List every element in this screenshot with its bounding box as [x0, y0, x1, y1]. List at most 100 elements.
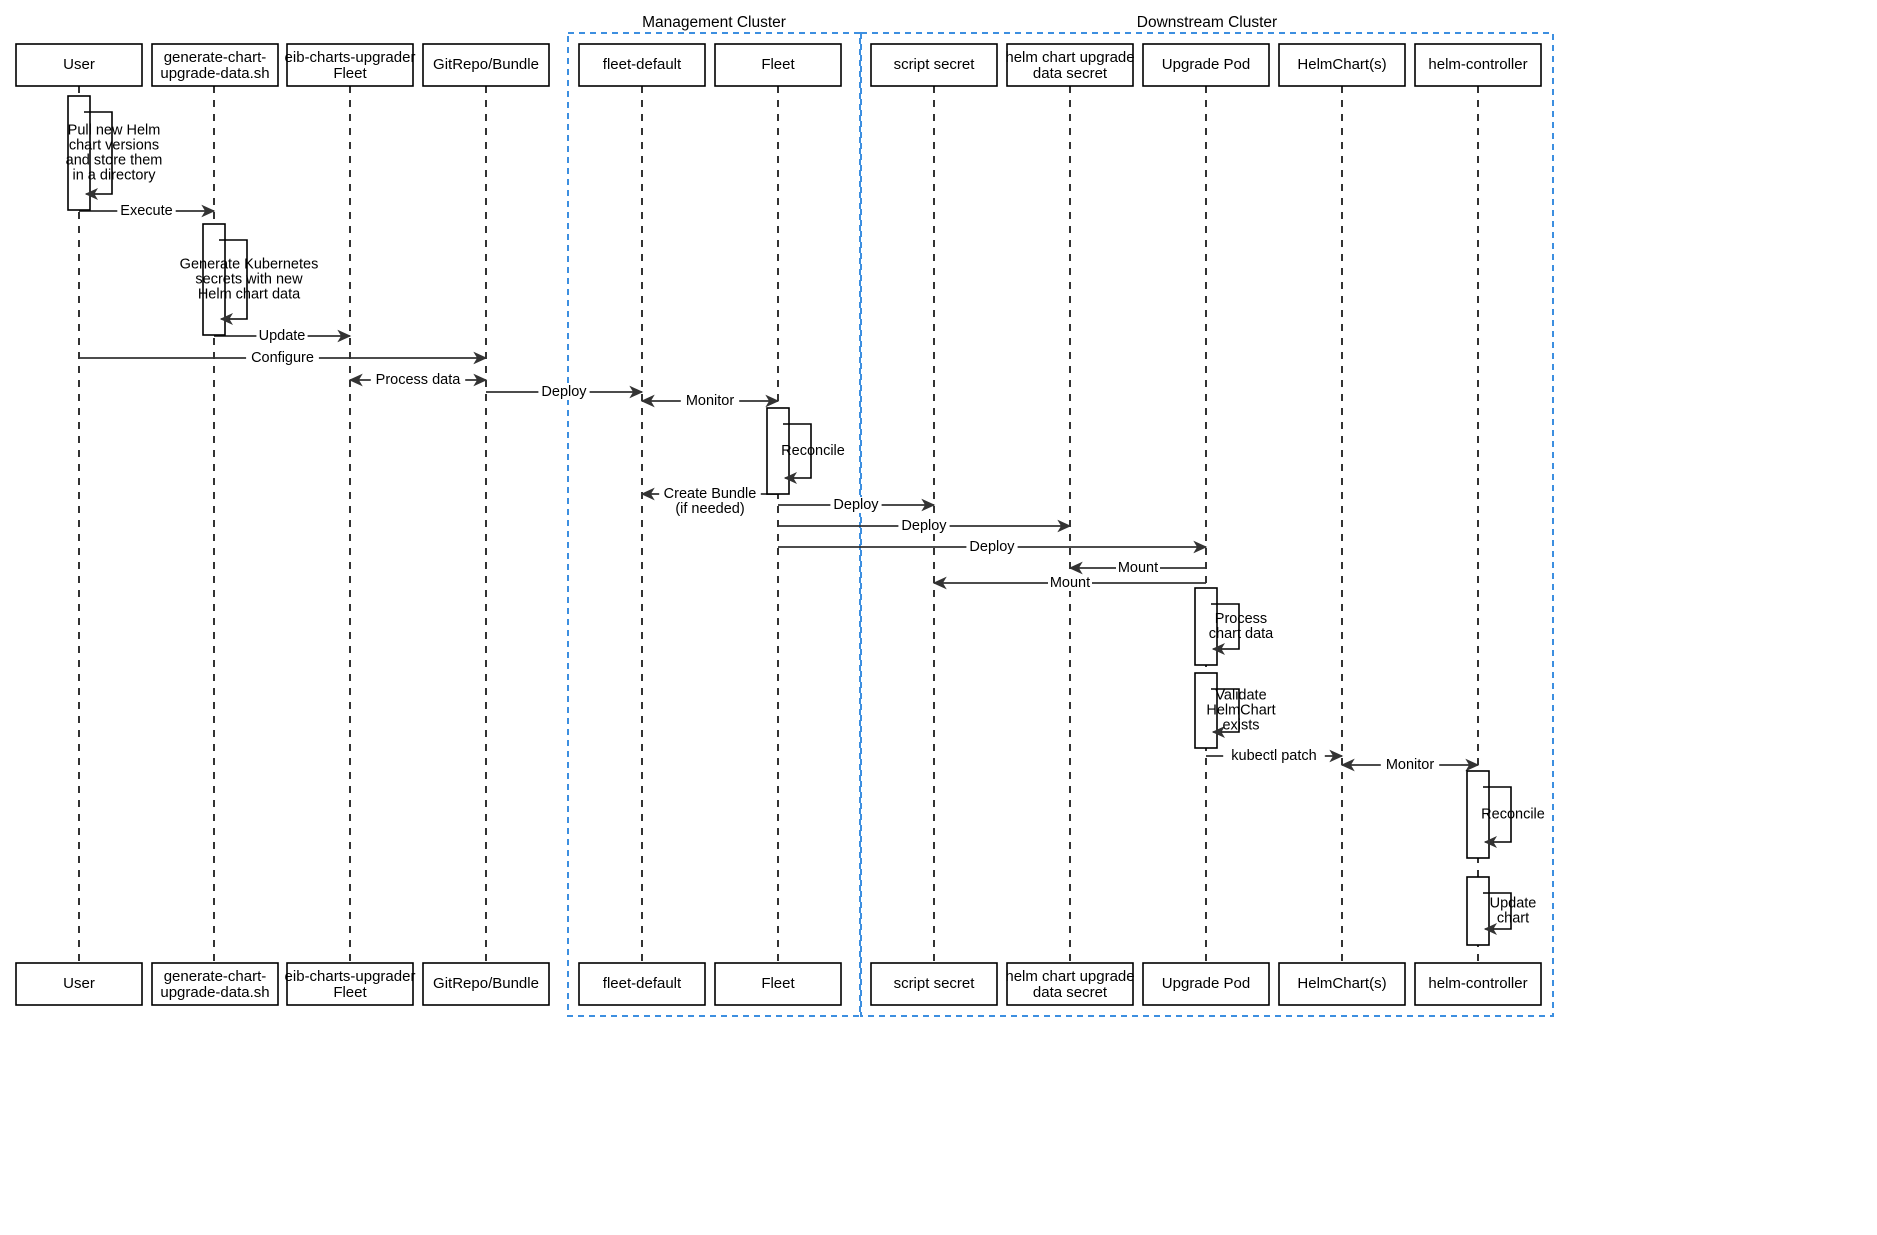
participant-fleetdefault[interactable]: fleet-default	[578, 43, 706, 87]
message-label-bg	[830, 497, 882, 513]
participant-label: GitRepo/Bundle	[433, 56, 539, 73]
message-label: Create Bundle	[664, 486, 757, 502]
participant-fleetdefault[interactable]: fleet-default	[578, 962, 706, 1006]
participant-pod[interactable]: Upgrade Pod	[1142, 962, 1270, 1006]
cluster-title: Downstream Cluster	[1137, 14, 1277, 31]
participant-gitrepo[interactable]: GitRepo/Bundle	[422, 43, 550, 87]
participant-box[interactable]	[422, 962, 550, 1006]
participant-box[interactable]	[286, 962, 414, 1006]
self-call-label: Validate	[1215, 687, 1266, 703]
participant-box[interactable]	[870, 43, 998, 87]
participant-box[interactable]	[1006, 43, 1134, 87]
participant-label: generate-chart-	[164, 49, 267, 66]
participant-script[interactable]: generate-chart-upgrade-data.sh	[151, 43, 279, 87]
self-call-loop	[1211, 603, 1240, 655]
participant-box[interactable]	[1142, 43, 1270, 87]
self-call-label: Pull new Helm	[68, 122, 161, 138]
cluster-management: Management Cluster	[567, 14, 861, 1017]
participant-label: eib-charts-upgrader	[285, 49, 416, 66]
self-call-label: chart	[1497, 910, 1529, 926]
participant-helmchart[interactable]: HelmChart(s)	[1278, 43, 1406, 87]
self-call-label: Helm chart data	[198, 286, 301, 302]
self-call-label: Process	[1215, 611, 1267, 627]
message-label-bg	[966, 539, 1018, 555]
self-call-label: in a directory	[72, 167, 156, 183]
participant-box[interactable]	[870, 962, 998, 1006]
participant-box[interactable]	[1278, 43, 1406, 87]
activation-bar	[1194, 672, 1218, 749]
message-m-execute: Execute	[79, 203, 216, 219]
participant-user[interactable]: User	[15, 43, 143, 87]
message-label: Mount	[1118, 560, 1158, 576]
participant-box[interactable]	[578, 43, 706, 87]
participant-box[interactable]	[714, 43, 842, 87]
participant-box[interactable]	[714, 962, 842, 1006]
message-label: kubectl patch	[1231, 748, 1316, 764]
message-m-configure: Configure	[79, 350, 488, 366]
participant-label: data secret	[1033, 65, 1108, 82]
cluster-downstream: Downstream Cluster	[860, 14, 1554, 1017]
participant-box[interactable]	[151, 43, 279, 87]
self-call-reconcile-ctrl: Reconcile	[1466, 770, 1545, 859]
participant-label: helm chart upgrade	[1005, 968, 1134, 985]
message-m-monitor-2: Monitor	[1340, 757, 1480, 773]
message-label: Deploy	[969, 539, 1015, 555]
self-call-loop	[1483, 786, 1512, 848]
participant-script[interactable]: generate-chart-upgrade-data.sh	[151, 962, 279, 1006]
message-label-bg	[898, 518, 950, 534]
message-label: Process data	[376, 372, 462, 388]
self-call-label: chart versions	[69, 137, 159, 153]
participant-box[interactable]	[1414, 43, 1542, 87]
participant-box[interactable]	[286, 43, 414, 87]
participant-gitrepo[interactable]: GitRepo/Bundle	[422, 962, 550, 1006]
participant-box[interactable]	[1414, 962, 1542, 1006]
message-label: Deploy	[901, 518, 947, 534]
message-m-deploy-1: Deploy	[486, 384, 644, 400]
message-label: Deploy	[541, 384, 587, 400]
participant-helmchart[interactable]: HelmChart(s)	[1278, 962, 1406, 1006]
self-call-label: Update	[1490, 895, 1537, 911]
participant-box[interactable]	[15, 962, 143, 1006]
message-label: Configure	[251, 350, 314, 366]
participant-label: Upgrade Pod	[1162, 975, 1250, 992]
self-call-label: Generate Kubernetes	[180, 256, 319, 272]
message-m-mount-2: Mount	[932, 575, 1206, 591]
participant-scriptsecret[interactable]: script secret	[870, 962, 998, 1006]
self-call-label: HelmChart	[1206, 702, 1275, 718]
activation-bar	[202, 223, 226, 336]
participant-box[interactable]	[1142, 962, 1270, 1006]
participant-label: fleet-default	[603, 56, 682, 73]
participant-box[interactable]	[1278, 962, 1406, 1006]
participant-box[interactable]	[578, 962, 706, 1006]
participant-scriptsecret[interactable]: script secret	[870, 43, 998, 87]
message-label-bg	[256, 328, 308, 344]
message-label: Deploy	[833, 497, 879, 513]
participant-box[interactable]	[15, 43, 143, 87]
participant-fleet[interactable]: Fleet	[714, 43, 842, 87]
participant-box[interactable]	[422, 43, 550, 87]
participant-box[interactable]	[1006, 962, 1134, 1006]
activation-bar	[67, 95, 91, 211]
participant-box[interactable]	[151, 962, 279, 1006]
participant-user[interactable]: User	[15, 962, 143, 1006]
participant-label: upgrade-data.sh	[160, 984, 269, 1001]
participant-controller[interactable]: helm-controller	[1414, 962, 1542, 1006]
lifelines	[78, 86, 1479, 963]
self-call-reconcile-fleet: Reconcile	[766, 407, 845, 495]
message-label: Monitor	[1386, 757, 1435, 773]
participant-fleet[interactable]: Fleet	[714, 962, 842, 1006]
participant-pod[interactable]: Upgrade Pod	[1142, 43, 1270, 87]
participant-controller[interactable]: helm-controller	[1414, 43, 1542, 87]
message-label-bg	[1116, 560, 1160, 576]
activation-bar	[766, 407, 790, 495]
message-label: Update	[259, 328, 306, 344]
